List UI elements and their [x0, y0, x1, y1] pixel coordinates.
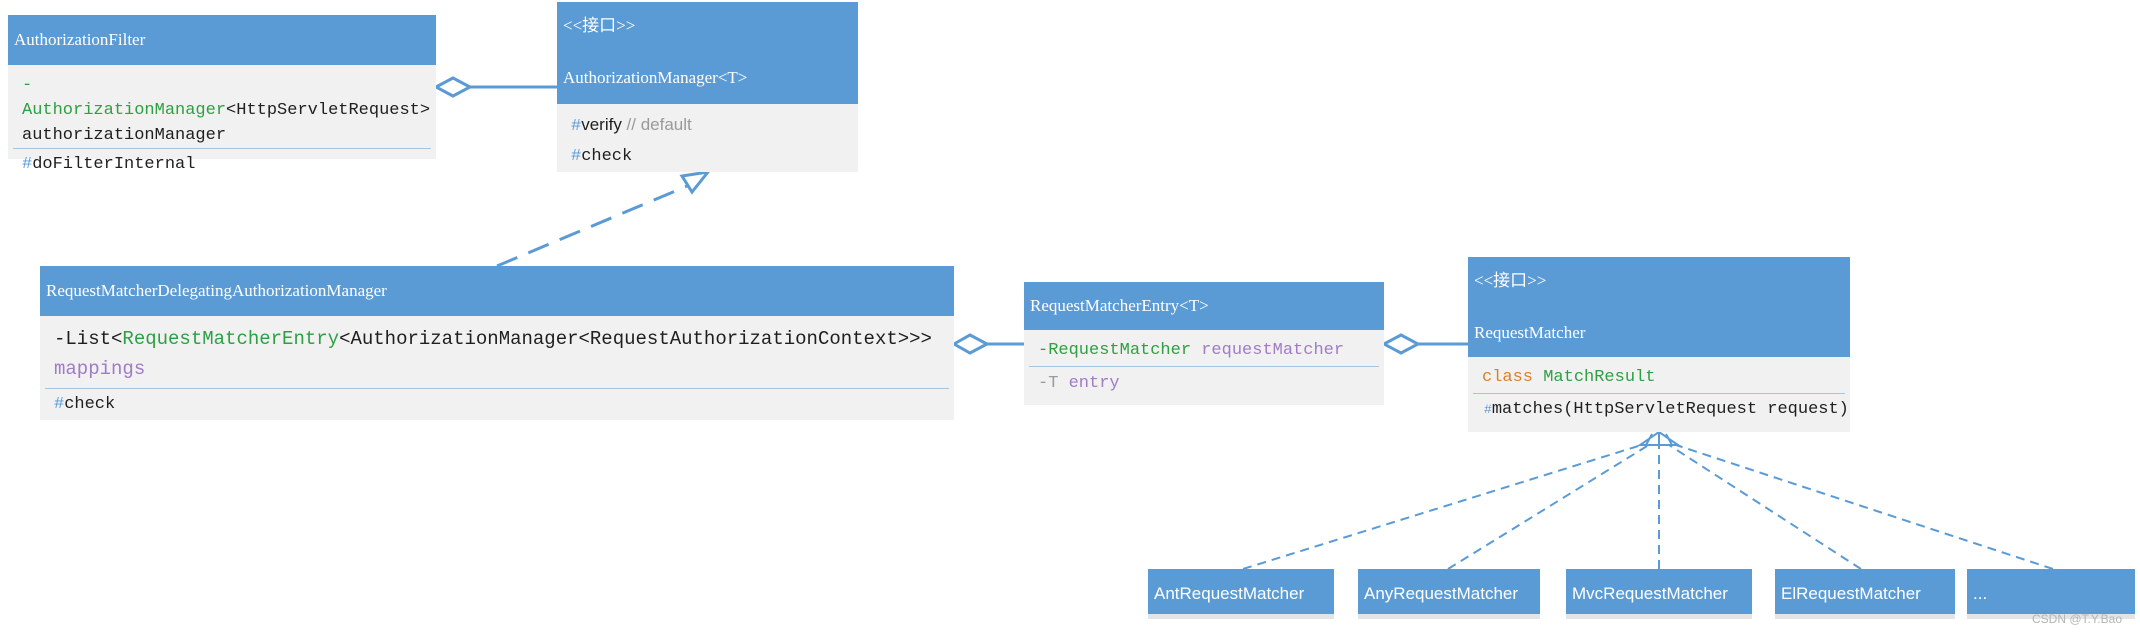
keyword: class [1482, 368, 1544, 387]
method-modifier: # [571, 147, 582, 166]
class-authorization-filter: AuthorizationFilter - AuthorizationManage… [8, 15, 436, 174]
class-title: ... [1973, 584, 1988, 603]
class-title: AnyRequestMatcher [1364, 584, 1519, 603]
stereotype-label: <<接口>> [563, 16, 636, 35]
class-any-request-matcher: AnyRequestMatcher [1358, 569, 1540, 619]
stereotype-label: <<接口>> [1474, 271, 1547, 290]
class-more-ellipsis: ... [1967, 569, 2135, 619]
methods-section: #matches(HttpServletRequest request) [1468, 394, 1850, 426]
field-type: RequestMatcher [1048, 341, 1192, 360]
class-request-matcher-entry: RequestMatcherEntry<T> -RequestMatcher r… [1024, 282, 1384, 405]
section-divider [1029, 366, 1379, 367]
aggregation-delegating-entry [950, 333, 1024, 355]
realization-delegating-manager [496, 169, 712, 268]
aggregation-entry-matcher [1380, 333, 1468, 355]
field-type: AuthorizationManager [22, 101, 227, 120]
class-header: AuthorizationFilter [8, 15, 436, 65]
method-name: matches(HttpServletRequest request) [1491, 400, 1849, 419]
method-line: #check [571, 142, 858, 172]
section-divider [45, 388, 949, 389]
method-name: doFilterInternal [32, 155, 196, 174]
method-name: check [581, 147, 633, 166]
method-modifier: # [54, 395, 65, 414]
method-modifier: # [22, 155, 33, 174]
class-title: MvcRequestMatcher [1572, 584, 1728, 603]
fields-section: -RequestMatcher requestMatcher [1024, 330, 1384, 366]
method-comment: // default [621, 115, 692, 134]
inner-class-name: MatchResult [1543, 368, 1656, 387]
class-ant-request-matcher: AntRequestMatcher [1148, 569, 1334, 619]
section-divider [1473, 393, 1845, 394]
class-title: AntRequestMatcher [1154, 584, 1305, 603]
class-title: RequestMatcherEntry<T> [1030, 296, 1209, 315]
field-type: RequestMatcherEntry [122, 328, 340, 350]
realization-arrowheads [1636, 430, 1682, 446]
fields-section-2: -T entry [1024, 367, 1384, 401]
field-generic: <AuthorizationManager<RequestAuthorizati… [339, 328, 932, 350]
watermark-label: CSDN @T.Y.Bao [2032, 612, 2122, 626]
field-name: requestMatcher [1191, 341, 1345, 360]
field-name: authorizationManager [22, 126, 227, 145]
fields-section: - AuthorizationManager<HttpServletRequest… [8, 65, 436, 148]
class-title: AuthorizationFilter [14, 30, 146, 49]
field-modifier: - [22, 76, 33, 95]
interface-request-matcher: <<接口>> RequestMatcher class MatchResult … [1468, 257, 1850, 432]
methods-section: #check [40, 389, 954, 421]
class-el-request-matcher: ElRequestMatcher [1775, 569, 1955, 619]
methods-section: #verify // default #check [557, 104, 858, 172]
class-header: RequestMatcherEntry<T> [1024, 282, 1384, 330]
class-header: <<接口>> AuthorizationManager<T> [557, 2, 858, 104]
section-divider [13, 148, 431, 149]
class-title: RequestMatcherDelegatingAuthorizationMan… [46, 281, 387, 300]
interface-authorization-manager: <<接口>> AuthorizationManager<T> #verify /… [557, 2, 858, 172]
class-title: ElRequestMatcher [1781, 584, 1921, 603]
class-delegating-manager: RequestMatcherDelegatingAuthorizationMan… [40, 266, 954, 420]
field-name: entry [1058, 374, 1120, 393]
class-title: RequestMatcher [1474, 323, 1586, 342]
method-name: check [64, 395, 116, 414]
field-modifier: -List< [54, 328, 123, 350]
methods-section: #doFilterInternal [8, 149, 436, 181]
method-line: #verify // default [571, 110, 858, 142]
field-generic: <HttpServletRequest> [226, 101, 431, 120]
class-title: AuthorizationManager<T> [563, 68, 748, 87]
field-type: -T [1038, 374, 1059, 393]
class-mvc-request-matcher: MvcRequestMatcher [1566, 569, 1752, 619]
inner-class-section: class MatchResult [1468, 357, 1850, 393]
method-name: verify [581, 115, 622, 134]
aggregation-filter-manager [432, 76, 557, 98]
field-name: mappings [54, 358, 146, 380]
realization-implementations [1242, 442, 2054, 570]
field-modifier: - [1038, 341, 1049, 360]
method-modifier: # [571, 117, 582, 136]
class-header: <<接口>> RequestMatcher [1468, 257, 1850, 357]
field-line: -List<RequestMatcherEntry<AuthorizationM… [54, 324, 954, 354]
class-header: RequestMatcherDelegatingAuthorizationMan… [40, 266, 954, 316]
field-line: - AuthorizationManager<HttpServletRequest… [22, 73, 436, 123]
fields-section: -List<RequestMatcherEntry<AuthorizationM… [40, 316, 954, 384]
method-modifier: # [1484, 402, 1492, 417]
